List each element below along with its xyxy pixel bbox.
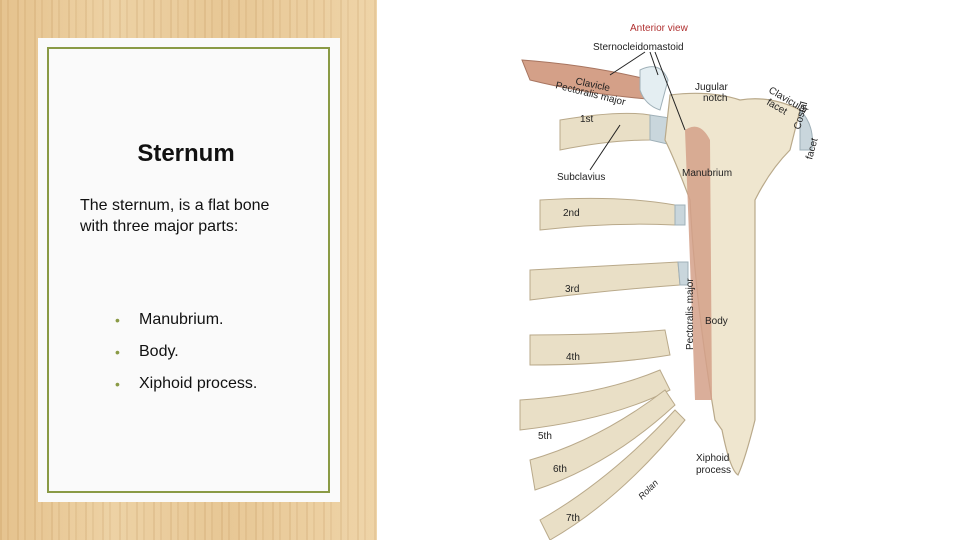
label-xiphoid: Xiphoid [696, 453, 729, 464]
card-border [47, 47, 330, 493]
bullet-icon: • [115, 312, 120, 328]
costal-facet-shape [799, 108, 813, 151]
label-subclavius: Subclavius [557, 172, 605, 183]
label-rib-1: 1st [580, 114, 594, 125]
label-sternocleidomastoid: Sternocleidomastoid [593, 42, 684, 53]
clavicle-joint [639, 66, 669, 111]
bullet-item: •Xiphoid process. [115, 375, 258, 392]
slide-title: Sternum [137, 140, 235, 167]
label-xiphoid-process: process [696, 465, 731, 476]
label-anterior-view: Anterior view [630, 23, 689, 34]
label-rib-4: 4th [566, 352, 580, 363]
pectoralis-muscle [685, 126, 712, 401]
sternum-drawing: Anterior view Sternocleidomastoid Clavic… [519, 23, 821, 540]
label-rib-3: 3rd [565, 284, 579, 295]
label-rib-2: 2nd [563, 208, 580, 219]
label-jugular: Jugular [695, 82, 728, 93]
bullet-icon: • [115, 376, 120, 392]
label-rib-5: 5th [538, 431, 552, 442]
label-rib-7: 7th [566, 513, 580, 524]
bullet-list: •Manubrium. •Body. •Xiphoid process. [115, 310, 257, 406]
label-notch: notch [703, 93, 727, 104]
label-costal-facet: facet [804, 137, 820, 161]
leader-lines [589, 51, 686, 171]
bullet-icon: • [115, 344, 120, 360]
label-rib-6: 6th [553, 464, 567, 475]
sternum-illustration: Anterior view Sternocleidomastoid Clavic… [500, 0, 840, 540]
label-body: Body [705, 316, 728, 327]
text-card: Sternum The sternum, is a flat bone with… [38, 38, 340, 502]
slide-body-text: The sternum, is a flat bone with three m… [80, 197, 270, 235]
bullet-item: •Body. [115, 343, 179, 360]
label-manubrium: Manubrium [682, 168, 732, 179]
label-signature: Rolan [636, 478, 660, 502]
label-pectoralis-major-side: Pectoralis major [685, 278, 696, 350]
bullet-item: •Manubrium. [115, 311, 224, 328]
